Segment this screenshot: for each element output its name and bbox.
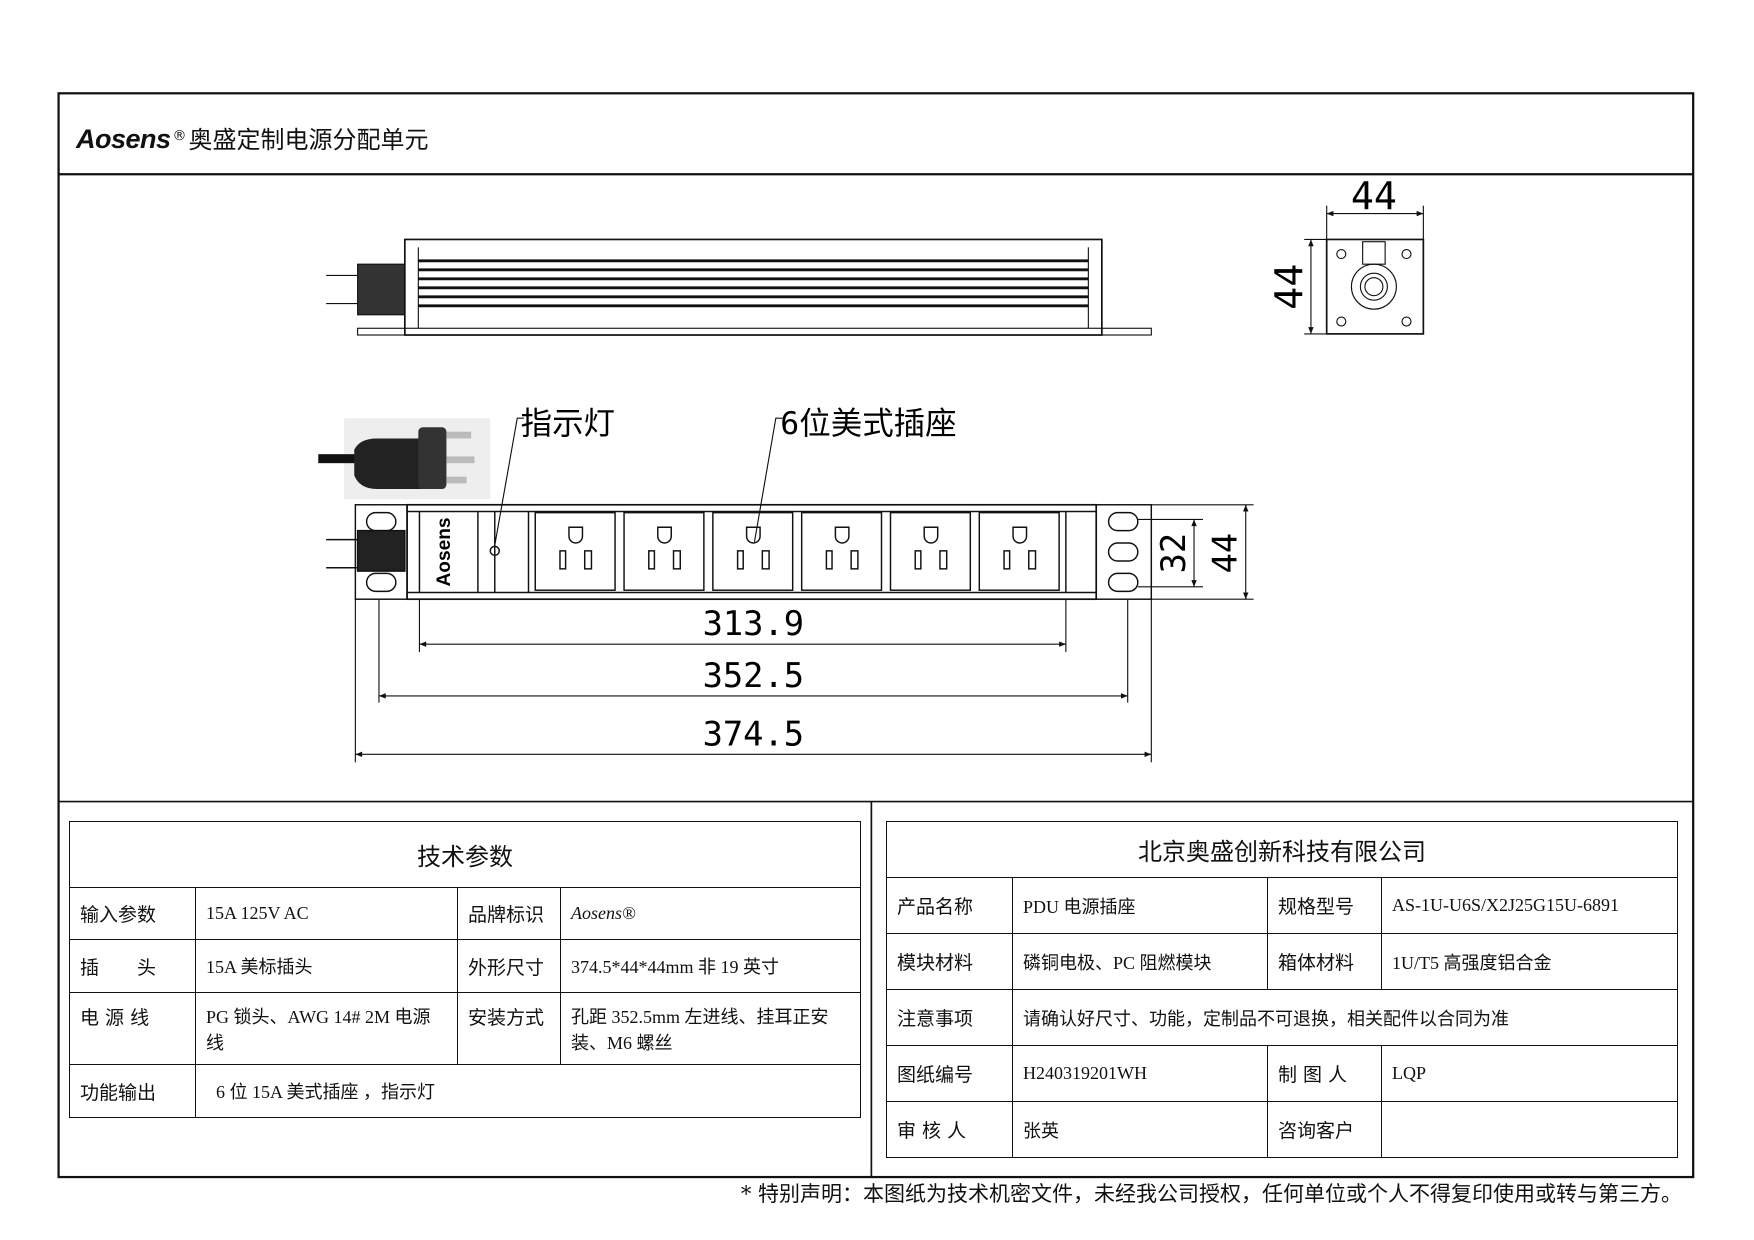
row-label: 安装方式	[457, 992, 561, 1065]
row-label: 模块材料	[886, 933, 1013, 990]
us-socket	[623, 511, 705, 591]
row-value: 磷铜电极、PC 阻燃模块	[1012, 933, 1268, 990]
tech-title: 技术参数	[69, 821, 861, 888]
row-value: 6 位 15A 美式插座 ，指示灯	[195, 1064, 861, 1118]
row-label: 电 源 线	[69, 992, 196, 1065]
company-title: 北京奥盛创新科技有限公司	[886, 821, 1678, 878]
end-height-dim: 44	[1268, 264, 1312, 310]
us-socket	[712, 511, 794, 591]
row-label: 注意事项	[886, 989, 1013, 1046]
top-view	[326, 238, 1152, 336]
row-value: 15A 美标插头	[195, 939, 458, 993]
row-label: 插 头	[69, 939, 196, 993]
registered-mark: ®	[172, 128, 187, 144]
dim-hole: 352.5	[703, 656, 805, 695]
row-value: 张英	[1012, 1101, 1268, 1158]
row-label: 输入参数	[69, 887, 196, 940]
row-value: 孔距 352.5mm 左进线、挂耳正安装、M6 螺丝	[560, 992, 861, 1065]
end-view	[1304, 205, 1425, 335]
dim-inner: 313.9	[703, 604, 805, 643]
row-label: 制 图 人	[1267, 1045, 1382, 1102]
end-width-dim: 44	[1351, 175, 1397, 219]
row-label: 箱体材料	[1267, 933, 1382, 990]
sockets-label: 6位美式插座	[780, 406, 956, 442]
row-label: 产品名称	[886, 877, 1013, 934]
row-label: 功能输出	[69, 1064, 196, 1118]
row-value	[1381, 1101, 1678, 1158]
brand-value: Aosens®	[560, 887, 861, 940]
row-value: 请确认好尺寸、功能，定制品不可退换，相关配件以合同为准	[1012, 989, 1678, 1046]
row-label: 咨询客户	[1267, 1101, 1382, 1158]
sheet-frame	[57, 92, 1695, 1179]
table-row: 审 核 人张英咨询客户	[886, 1101, 1678, 1158]
dim-hole-vertical: 32	[1154, 533, 1193, 574]
row-value: LQP	[1381, 1045, 1678, 1102]
sheet-header: Aosens ® 奥盛定制电源分配单元	[76, 120, 429, 155]
row-label: 图纸编号	[886, 1045, 1013, 1102]
us-socket	[534, 511, 616, 591]
front-view	[326, 417, 1254, 763]
unit-logo: Aosens	[434, 517, 455, 586]
row-label: 规格型号	[1267, 877, 1382, 934]
table-row: 注意事项请确认好尺寸、功能，定制品不可退换，相关配件以合同为准	[886, 989, 1678, 1046]
dim-total: 374.5	[703, 714, 805, 753]
plug-photo	[318, 418, 491, 500]
row-label: 外形尺寸	[457, 939, 561, 993]
row-value: 15A 125V AC	[195, 887, 458, 940]
row-value: PG 锁头、AWG 14# 2M 电源线	[195, 992, 458, 1065]
indicator-label: 指示灯	[521, 406, 615, 442]
row-value: 1U/T5 高强度铝合金	[1381, 933, 1678, 990]
dim-height: 44	[1206, 533, 1245, 574]
row-value: PDU 电源插座	[1012, 877, 1268, 934]
us-socket	[800, 511, 883, 591]
confidentiality-note: * 特别声明：本图纸为技术机密文件，未经我公司授权，任何单位或个人不得复印使用或…	[740, 1182, 1682, 1206]
row-label: 品牌标识	[457, 887, 561, 940]
row-value: 374.5*44*44mm 非 19 英寸	[560, 939, 861, 993]
sheet-title: 奥盛定制电源分配单元	[188, 126, 429, 154]
row-value: AS-1U-U6S/X2J25G15U-6891	[1381, 877, 1678, 934]
brand-logo: Aosens	[76, 124, 171, 154]
row-value: H240319201WH	[1012, 1045, 1268, 1102]
row-label: 审 核 人	[886, 1101, 1013, 1158]
us-socket	[889, 511, 972, 591]
us-socket	[978, 511, 1060, 591]
